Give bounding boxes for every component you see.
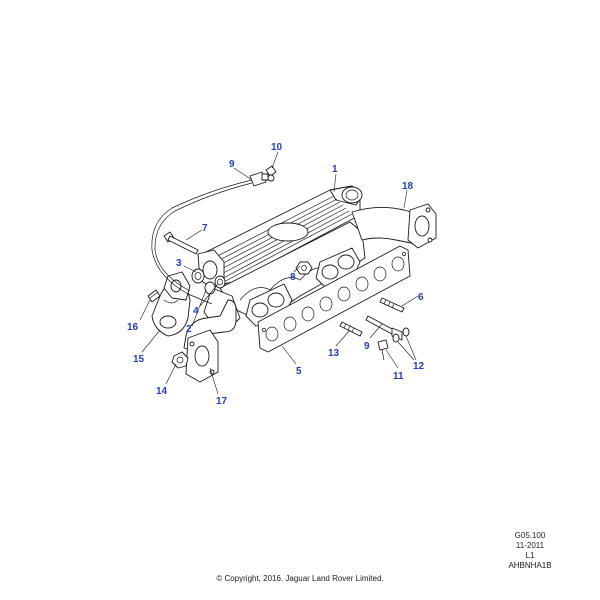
callouts: 1 2 3 4 5 6 7 8 9 9 10 11 12 13 14 15 16…	[127, 142, 425, 407]
callout-11: 11	[393, 371, 404, 382]
callout-13: 13	[328, 348, 340, 359]
callout-1: 1	[332, 164, 338, 175]
reference-level: L1	[525, 551, 535, 560]
bolt-part-7	[163, 231, 199, 255]
elbow-part-15	[151, 271, 191, 337]
clip-part-10	[265, 165, 277, 182]
callout-4: 4	[193, 306, 199, 317]
callout-9-top: 9	[229, 159, 235, 170]
fitting-part-3	[191, 268, 205, 284]
callout-15: 15	[133, 354, 145, 365]
nut-part-14	[171, 351, 189, 369]
fitting-part-2	[204, 281, 216, 295]
callout-17: 17	[216, 396, 228, 407]
callout-16: 16	[127, 322, 139, 333]
callout-5: 5	[296, 366, 302, 377]
reference-illustration-code: AHBNHA1B	[508, 561, 552, 570]
nut-part-8	[295, 261, 313, 275]
callout-14: 14	[156, 386, 168, 397]
callout-9-bottom: 9	[364, 341, 370, 352]
sensor-pipe-part-9-top	[151, 171, 269, 305]
reference-code: G05.100	[514, 531, 546, 540]
callout-8: 8	[290, 272, 296, 283]
gasket-part-5	[257, 245, 411, 353]
callout-6: 6	[418, 292, 424, 303]
callout-2: 2	[186, 324, 192, 335]
pipe-part-18	[351, 203, 437, 249]
stud-part-6	[379, 297, 405, 313]
callout-7: 7	[202, 223, 208, 234]
callout-3: 3	[176, 258, 182, 269]
bolt-part-11	[377, 339, 389, 361]
callout-12: 12	[413, 361, 425, 372]
leader-lines	[139, 151, 419, 395]
copyright-notice: © Copyright, 2016. Jaguar Land Rover Lim…	[216, 574, 384, 583]
reference-date: 11-2011	[515, 541, 545, 550]
callout-18: 18	[402, 181, 414, 192]
stud-part-16	[147, 289, 161, 303]
washer-part-12	[392, 327, 410, 343]
callout-10: 10	[271, 142, 283, 153]
diagram-reference: G05.100 11-2011 L1 AHBNHA1B	[460, 531, 600, 571]
stud-part-13	[339, 321, 363, 337]
